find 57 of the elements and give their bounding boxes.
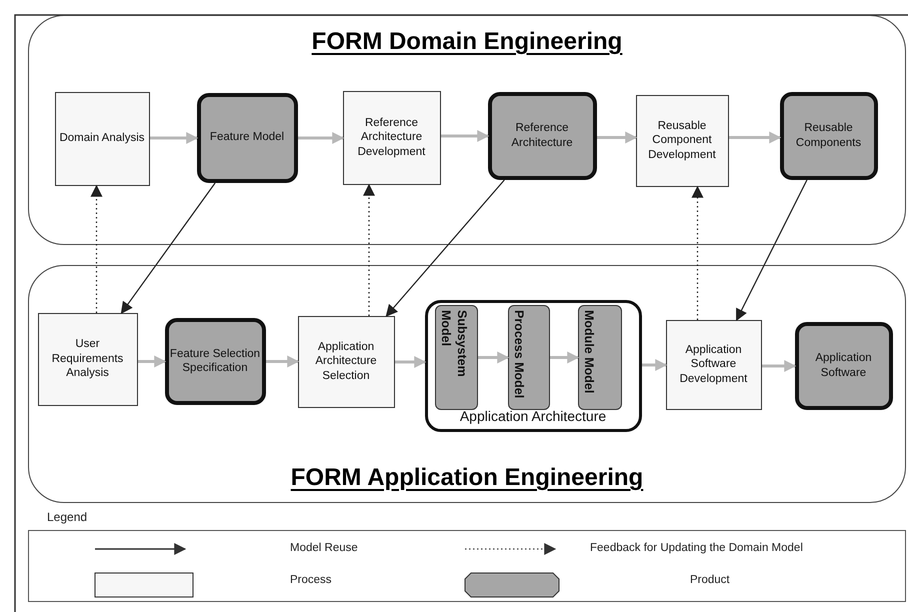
arrow xyxy=(120,182,216,314)
box-label: Feature Model xyxy=(210,130,284,145)
arrow xyxy=(642,359,668,371)
box-label: Module Model xyxy=(581,308,598,395)
box-label: Reference Architecture xyxy=(510,121,574,150)
arrow xyxy=(266,356,300,368)
arrow xyxy=(386,180,505,317)
domain-band xyxy=(28,15,906,245)
band-title: FORM Application Engineering xyxy=(290,464,644,491)
model-box xyxy=(508,304,550,410)
dotted-arrow xyxy=(90,184,102,313)
box-label: User Requirements Analysis xyxy=(50,337,124,381)
product-box xyxy=(196,92,298,182)
legend-text: Model Reuse xyxy=(290,542,358,554)
container-box xyxy=(424,300,642,432)
dotted-arrow xyxy=(692,186,704,320)
box-label: Reference Architecture Development xyxy=(356,116,426,160)
arrow xyxy=(597,132,638,144)
model-box xyxy=(434,304,478,410)
arrow xyxy=(298,132,344,144)
arrow xyxy=(395,356,426,368)
process-box xyxy=(54,92,150,186)
arrow xyxy=(441,130,490,142)
legend-text: Process xyxy=(290,574,332,586)
band-title: FORM Domain Engineering xyxy=(312,28,622,55)
dotted-arrow xyxy=(363,184,375,316)
arrow xyxy=(736,180,808,322)
legend-text: Product xyxy=(690,574,730,586)
product-box xyxy=(488,92,596,180)
process-box xyxy=(38,312,138,406)
box-label: Application Software Development xyxy=(678,342,748,386)
box-label: Application Architecture xyxy=(460,408,606,426)
arrow xyxy=(550,352,580,364)
box-label: Reusable Components xyxy=(794,121,862,150)
box-label: Process Model xyxy=(511,308,528,400)
arrow xyxy=(138,356,166,368)
product-box xyxy=(780,92,878,180)
arrow xyxy=(150,132,198,144)
application-band xyxy=(28,265,906,503)
arrow xyxy=(762,360,796,372)
box-label: Application Software xyxy=(814,351,873,380)
box-label: Application Architecture Selection xyxy=(314,340,378,384)
product-box xyxy=(794,322,892,410)
box-label: Feature Selection Specification xyxy=(168,346,262,376)
process-box xyxy=(298,316,394,408)
arrow xyxy=(478,352,510,364)
model-box xyxy=(578,304,622,410)
process-box xyxy=(636,94,728,186)
legend-text: Feedback for Updating the Domain Model xyxy=(590,542,803,554)
legend-heading: Legend xyxy=(47,510,88,524)
process-box xyxy=(342,90,440,184)
process-box xyxy=(666,320,762,410)
box-label: Subsystem Model xyxy=(438,308,470,378)
box-label: Reusable Component Development xyxy=(647,118,717,162)
box-label: Domain Analysis xyxy=(59,131,144,146)
product-box xyxy=(164,318,266,404)
arrow xyxy=(729,132,782,144)
